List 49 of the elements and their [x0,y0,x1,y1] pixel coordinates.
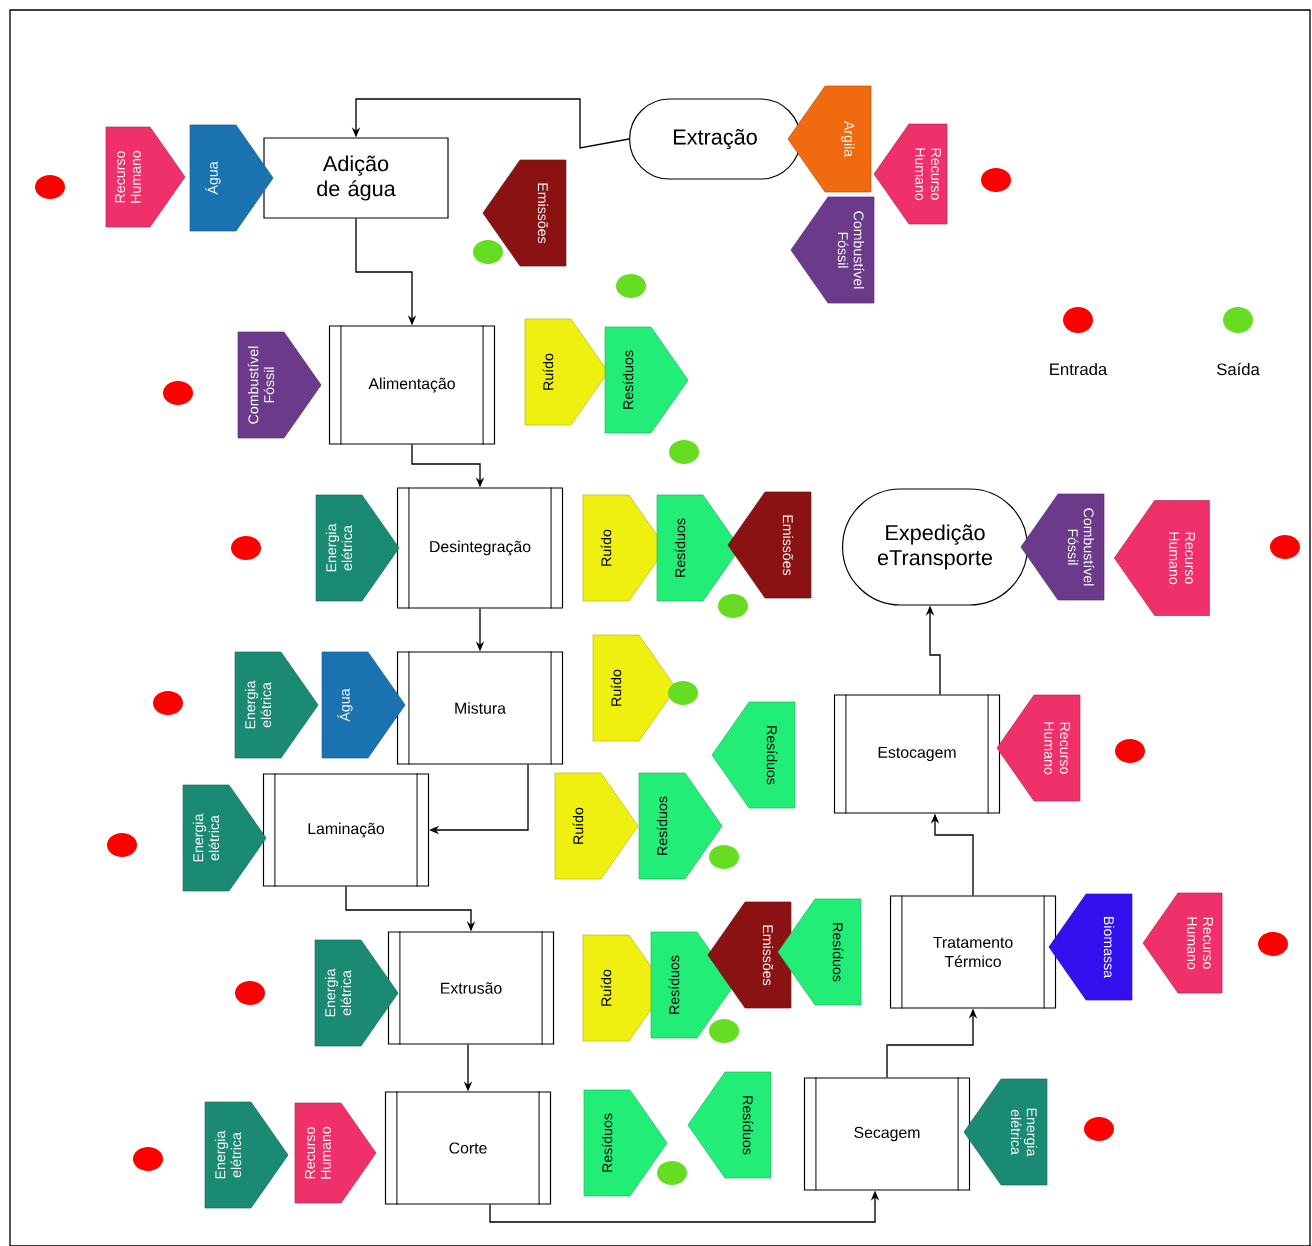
flow-tag: Resíduos [604,326,689,434]
flow-tag: Ruído [582,934,667,1042]
flow-tag: Resíduos [650,931,735,1039]
flow-tag: Resíduos [656,494,741,602]
process-box: Alimentação [328,324,496,446]
flow-tag: Recurso Humano [105,126,186,228]
process-box: Corte [384,1090,552,1206]
flow-tag: Ruído [524,318,609,426]
flow-tag: Energia elétrica [204,1101,289,1209]
flow-tag: Combustível Fóssil [237,331,322,439]
process-box: Tratamento Térmico [889,894,1057,1010]
flow-tag: Biomassa [1048,893,1133,1001]
flow-tag: Argila [787,85,872,193]
flow-tag: Energia elétrica [234,651,319,759]
flow-tag: Resíduos [687,1071,772,1179]
flow-tag: Água [321,651,406,759]
process-box: Expedição eTransporte [842,488,1029,606]
flow-tag: Emissões [707,901,792,1009]
flow-tag: Energia elétrica [963,1078,1048,1186]
flow-tag: Recurso Humano [1142,892,1223,994]
flow-tag: Água [189,124,274,232]
flow-tag: Ruído [554,772,639,880]
flow-tag: Combustível Fóssil [790,196,875,304]
flow-tag: Combustível Fóssil [1020,493,1105,601]
process-box: Estocagem [833,693,1001,815]
process-box: Extração [628,98,802,180]
legend-label: Saída [1217,362,1260,376]
process-box: Laminação [262,772,430,888]
flow-tag: Resíduos [638,772,723,880]
flow-tag: Energia elétrica [315,494,400,602]
flow-tag: Energia elétrica [314,939,399,1047]
flow-tag: Recurso Humano [1114,500,1210,616]
process-box: Mistura [396,650,564,766]
process-box: Extrusão [387,930,555,1046]
legend-label: Entrada [1050,362,1108,376]
flow-tag: Recurso Humano [996,694,1081,802]
flow-tag: Resíduos [711,701,796,809]
process-box: Desintegração [396,486,564,610]
flow-tag: Emissões [727,491,812,599]
flow-tag: Resíduos [777,898,862,1006]
flow-tag: Ruído [592,634,677,742]
flow-tag: Energia elétrica [182,784,267,892]
process-box: Secagem [803,1076,971,1192]
flow-tag: Resíduos [583,1089,668,1197]
flow-tag: Recurso Humano [873,123,948,225]
process-box: Adição de água [263,137,449,219]
flow-tag: Emissões [482,159,567,267]
flow-tag: Recurso Humano [294,1102,377,1204]
flow-tag: Ruído [582,494,667,602]
